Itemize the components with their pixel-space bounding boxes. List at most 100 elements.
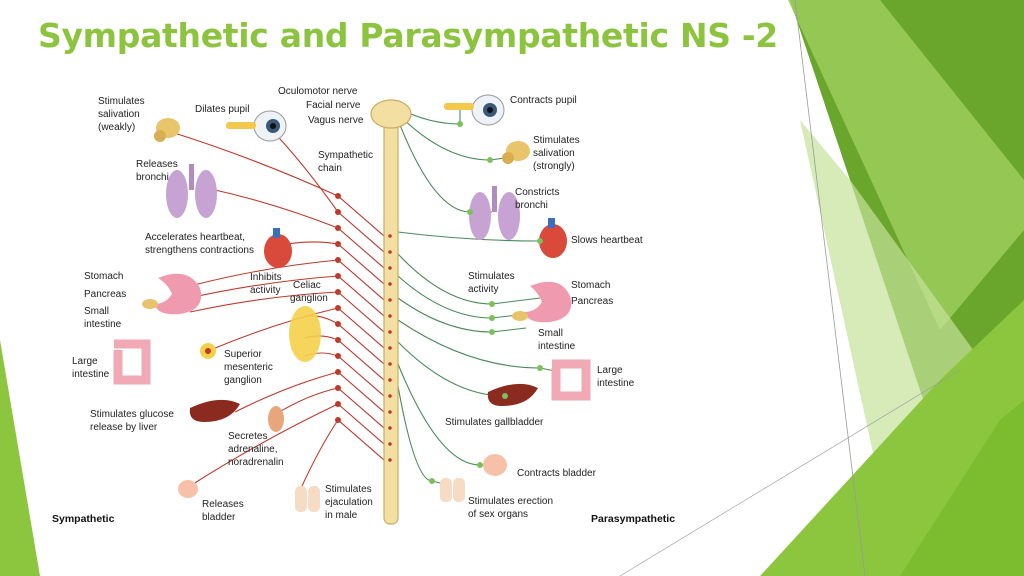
sympathetic-nerve [205, 187, 385, 269]
salivary-gland-right [502, 141, 530, 164]
label-sym-pupil: Dilates pupil [195, 104, 249, 115]
sympathetic-nerve [167, 130, 385, 237]
large-intestine-left [113, 339, 151, 385]
sympathetic-nerve [277, 241, 385, 285]
sympathetic-chain-node [335, 401, 341, 407]
sympathetic-chain-node [335, 257, 341, 263]
sympathetic-nerve [189, 291, 385, 333]
label-para-stomach: Stomach [571, 280, 610, 291]
spinal-segment-dot [388, 314, 392, 318]
spinal-segment-dot [388, 378, 392, 382]
label-para-pancreas: Pancreas [571, 296, 613, 307]
eye-left [226, 110, 287, 142]
parasympathetic-ganglion [489, 329, 495, 335]
label-sym-heart: Accelerates heartbeat,strengthens contra… [145, 232, 254, 256]
bladder-right [483, 454, 507, 476]
heart-left [264, 228, 292, 268]
sympathetic-chain-node [335, 289, 341, 295]
superior-mesenteric-ganglion [200, 343, 216, 359]
label-facial-nerve: Facial nerve [306, 100, 361, 111]
sympathetic-nerve [301, 419, 385, 487]
spinal-segment-dot [388, 330, 392, 334]
male-organ-left [295, 486, 320, 512]
parasympathetic-nerve [397, 119, 492, 213]
sympathetic-nerve [234, 371, 385, 413]
spinal-segment-dot [388, 234, 392, 238]
label-oculomotor-nerve: Oculomotor nerve [278, 86, 358, 97]
label-sympathetic: Sympathetic [52, 513, 115, 525]
label-vagus-nerve: Vagus nerve [308, 115, 364, 126]
label-sym-stomach: Stomach [84, 271, 123, 282]
sympathetic-chain-node [335, 369, 341, 375]
sympathetic-chain [335, 193, 392, 462]
large-intestine-right [551, 359, 591, 401]
parasympathetic-nerve [397, 113, 521, 161]
sympathetic-nerve [269, 127, 385, 253]
stomach-left [142, 273, 202, 315]
spinal-segment-dot [388, 394, 392, 398]
spinal-segment-dot [388, 346, 392, 350]
parasympathetic-ganglion [537, 238, 543, 244]
nervous-system-diagram: Oculomotor nerve Facial nerve Vagus nerv… [52, 86, 675, 525]
sympathetic-nerve [304, 352, 385, 397]
sympathetic-chain-node [335, 337, 341, 343]
sympathetic-nerve [179, 275, 385, 317]
spinal-segment-dot [388, 250, 392, 254]
spinal-segment-dot [388, 282, 392, 286]
spinal-segment-dot [388, 410, 392, 414]
parasympathetic-ganglion [477, 462, 483, 468]
parasympathetic-ganglion [457, 121, 463, 127]
spinal-segment-dot [388, 298, 392, 302]
deco-line [619, 369, 961, 576]
spinal-segment-dot [388, 458, 392, 462]
adrenal-kidney [268, 406, 284, 432]
deco-panel-light [788, 0, 1024, 330]
parasympathetic-ganglion [489, 301, 495, 307]
sympathetic-chain-node [335, 417, 341, 423]
sympathetic-chain-node [335, 241, 341, 247]
sympathetic-chain-node [335, 321, 341, 327]
heart-right [539, 218, 567, 258]
label-parasympathetic: Parasympathetic [591, 513, 675, 525]
parasympathetic-ganglion [489, 315, 495, 321]
liver-left [189, 399, 240, 422]
label-sym-pancreas: Pancreas [84, 289, 126, 300]
sympathetic-nerve [189, 259, 385, 301]
sympathetic-chain-node [335, 305, 341, 311]
spinal-segment-dot [388, 442, 392, 446]
sympathetic-chain-node [335, 209, 341, 215]
sex-organ-right [440, 478, 465, 502]
spinal-segment-dot [388, 266, 392, 270]
label-para-heart: Slows heartbeat [571, 235, 643, 246]
liver-right [487, 383, 538, 406]
deco-line [794, 0, 866, 576]
sympathetic-nerve [207, 307, 385, 352]
spinal-segment-dot [388, 362, 392, 366]
celiac-ganglion [289, 306, 321, 362]
label-para-bladder: Contracts bladder [517, 468, 597, 479]
parasympathetic-nerve [397, 363, 495, 466]
sympathetic-chain-node [335, 225, 341, 231]
parasympathetic-ganglion [537, 365, 543, 371]
nerve-lines [167, 107, 561, 487]
slide-title: Sympathetic and Parasympathetic NS -2 [38, 16, 778, 55]
parasympathetic-nerve [397, 385, 453, 487]
parasympathetic-ganglion [429, 478, 435, 484]
deco-corner-left [0, 340, 40, 576]
parasympathetic-nerve [397, 275, 527, 319]
parasympathetic-nerve [397, 319, 561, 373]
lungs-left [166, 164, 217, 218]
